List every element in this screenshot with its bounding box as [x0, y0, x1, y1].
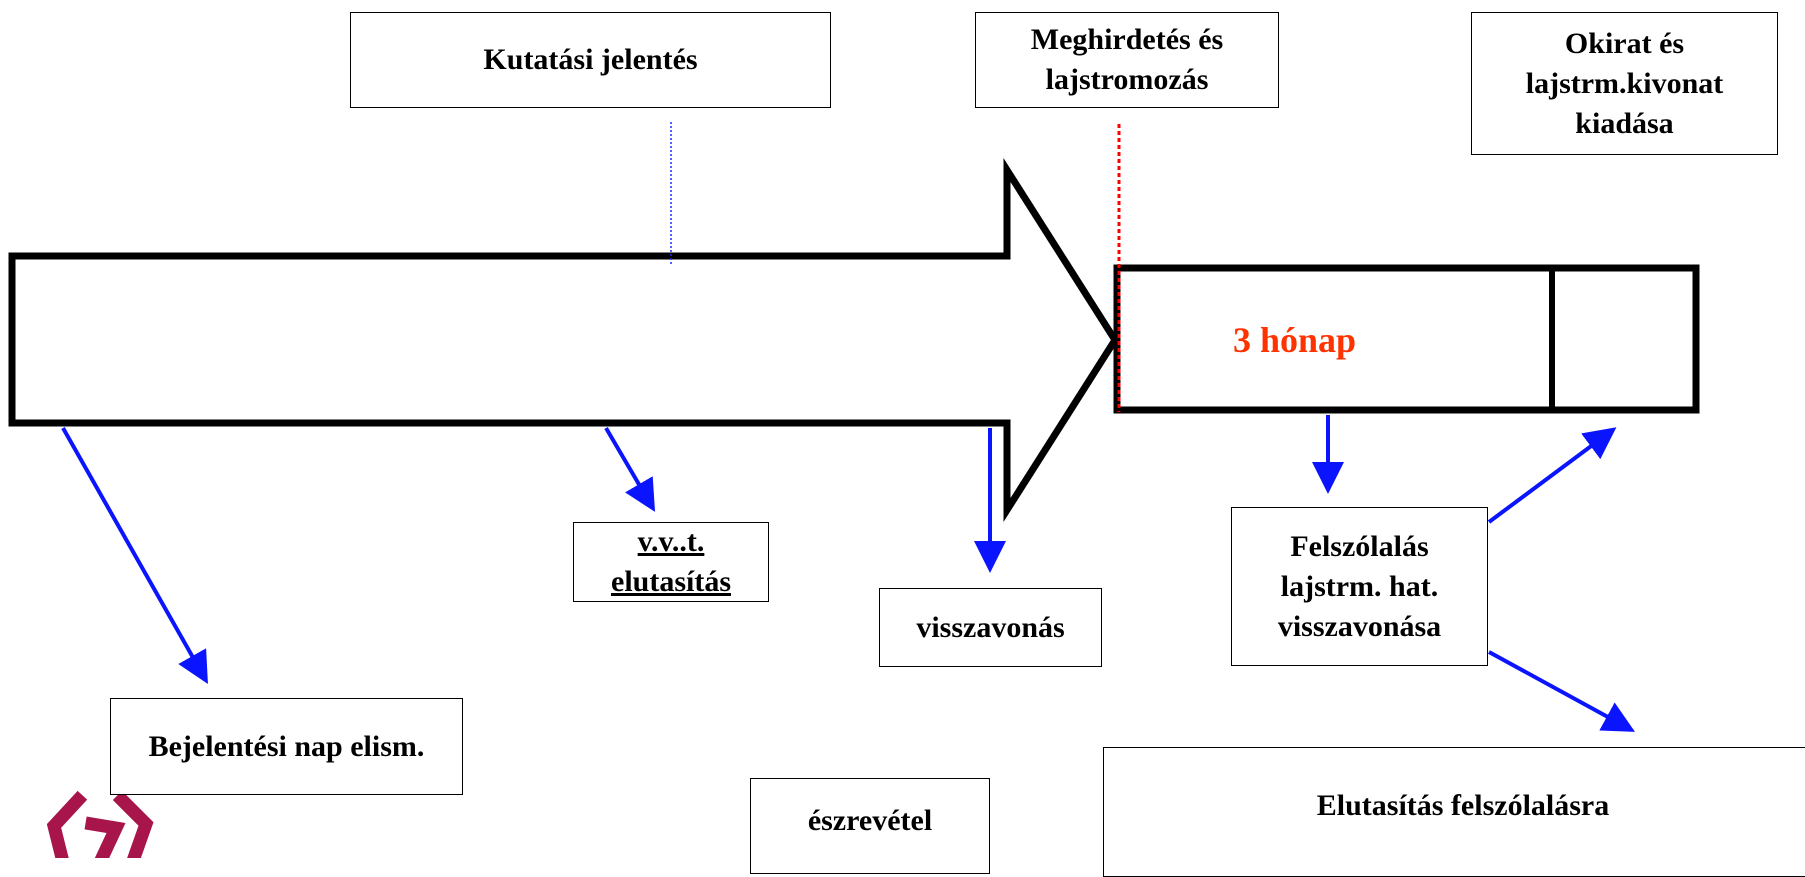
elutasitas-felszolalasra-box: Elutasítás felszólalásra [1103, 747, 1805, 877]
visszavonas-box: visszavonás [879, 588, 1102, 667]
office-logo-icon [46, 790, 154, 858]
period-label: 3 hónap [1233, 320, 1357, 360]
felszolalas-label: Felszólalás lajstrm. hat. visszavonása [1277, 529, 1442, 643]
eszrevetel-label: észrevétel [807, 804, 933, 837]
bejelentesi-nap-box: Bejelentési nap elism. [110, 698, 463, 795]
bejelentesi-nap-label: Bejelentési nap elism. [148, 729, 425, 763]
kutatasi-jelentes-label: Kutatási jelentés [483, 43, 698, 76]
elutasitas-felszolalasra-label: Elutasítás felszólalásra [1316, 789, 1610, 822]
meghirdetes-box: Meghirdetés és lajstromozás [975, 12, 1279, 108]
eszrevetel-box: észrevétel [750, 778, 990, 874]
visszavonas-label: visszavonás [916, 610, 1065, 644]
okirat-label: Okirat és lajstrm.kivonat kiadása [1525, 26, 1724, 140]
arrow-to-vvt-elutasitas [604, 426, 656, 512]
process-arrow [8, 157, 1120, 523]
period-bar [1113, 264, 1700, 414]
arrow-to-elutasitas-felszolalasra [1488, 650, 1636, 732]
kutatasi-jelentes-box: Kutatási jelentés [350, 12, 831, 108]
felszolalas-box: Felszólalás lajstrm. hat. visszavonása [1231, 507, 1488, 666]
meghirdetes-label: Meghirdetés és lajstromozás [1030, 23, 1224, 96]
vvt-elutasitas-box: v.v..t. elutasítás [573, 522, 769, 602]
vvt-elutasitas-label: v.v..t. elutasítás [611, 525, 731, 598]
okirat-box: Okirat és lajstrm.kivonat kiadása [1471, 12, 1778, 155]
arrow-to-okirat-kiadas [1487, 427, 1617, 524]
process-diagram [8, 122, 1700, 858]
arrow-to-bejelentesi-nap [61, 427, 208, 684]
